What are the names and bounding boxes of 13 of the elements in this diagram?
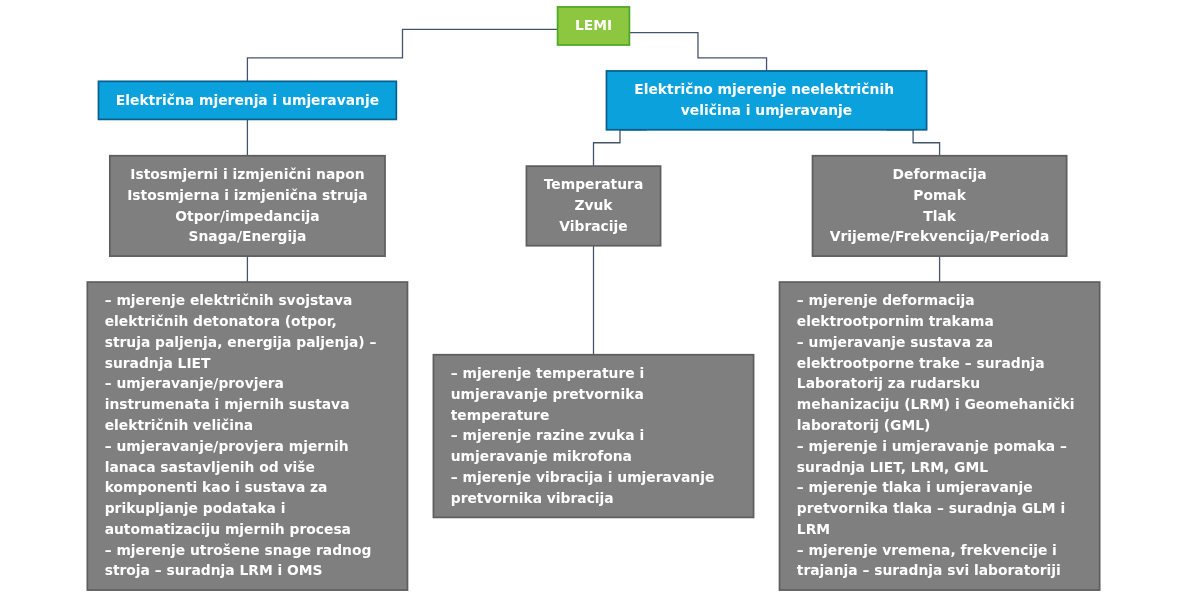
connector	[246, 118, 249, 157]
connector	[938, 255, 941, 283]
node-box: Temperatura Zvuk Vibracije	[525, 165, 662, 247]
node-box: LEMI	[556, 6, 631, 46]
node-box: Električna mjerenja i umjeravanje	[97, 80, 398, 121]
node-box: – mjerenje deformacija elektrootpornim trakama – umjeravanje sustava za elektrootporne trake – suradnja Laboratorij za rudarsku mehanizaciju (LRM) i Geomehanički laboratorij (GML) – mjerenje i umjeravanje pomaka – suradnja LIET, LRM, GML – mjerenje tlaka i umjeravanje pretvornika tlaka – suradnja GLM i LRM – mjerenje vremena, frekvencije i trajanja – suradnja svi laboratoriji	[778, 281, 1101, 591]
node-box: Istosmjerni i izmjenični napon Istosmjerna i izmjenična struja Otpor/impedancija Snaga/Energija	[108, 154, 386, 257]
node-box: Deformacija Pomak Tlak Vrijeme/Frekvencija/Perioda	[811, 154, 1068, 257]
connector	[246, 255, 249, 283]
node-box: Električno mjerenje neelektričnih veličina i umjeravanje	[605, 70, 928, 131]
connector	[592, 245, 595, 356]
node-box: – mjerenje temperature i umjeravanje pretvornika temperature – mjerenje razine zvuka i umjeravanje mikrofona – mjerenje vibracija i umjeravanje pretvornika vibracija	[432, 353, 755, 519]
node-box: – mjerenje električnih svojstava električnih detonatora (otpor, struja paljenja, energija paljenja) – suradnja LIET – umjeravanje/provjera instrumenata i mjernih sustava električnih veličina – umjeravanje/provjera mjernih lanaca sastavljenih od više komponenti kao i sustava za prikupljanje podataka i automatizaciju mjernih procesa – mjerenje utrošene snage radnog stroja – suradnja LRM i OMS	[86, 281, 409, 591]
